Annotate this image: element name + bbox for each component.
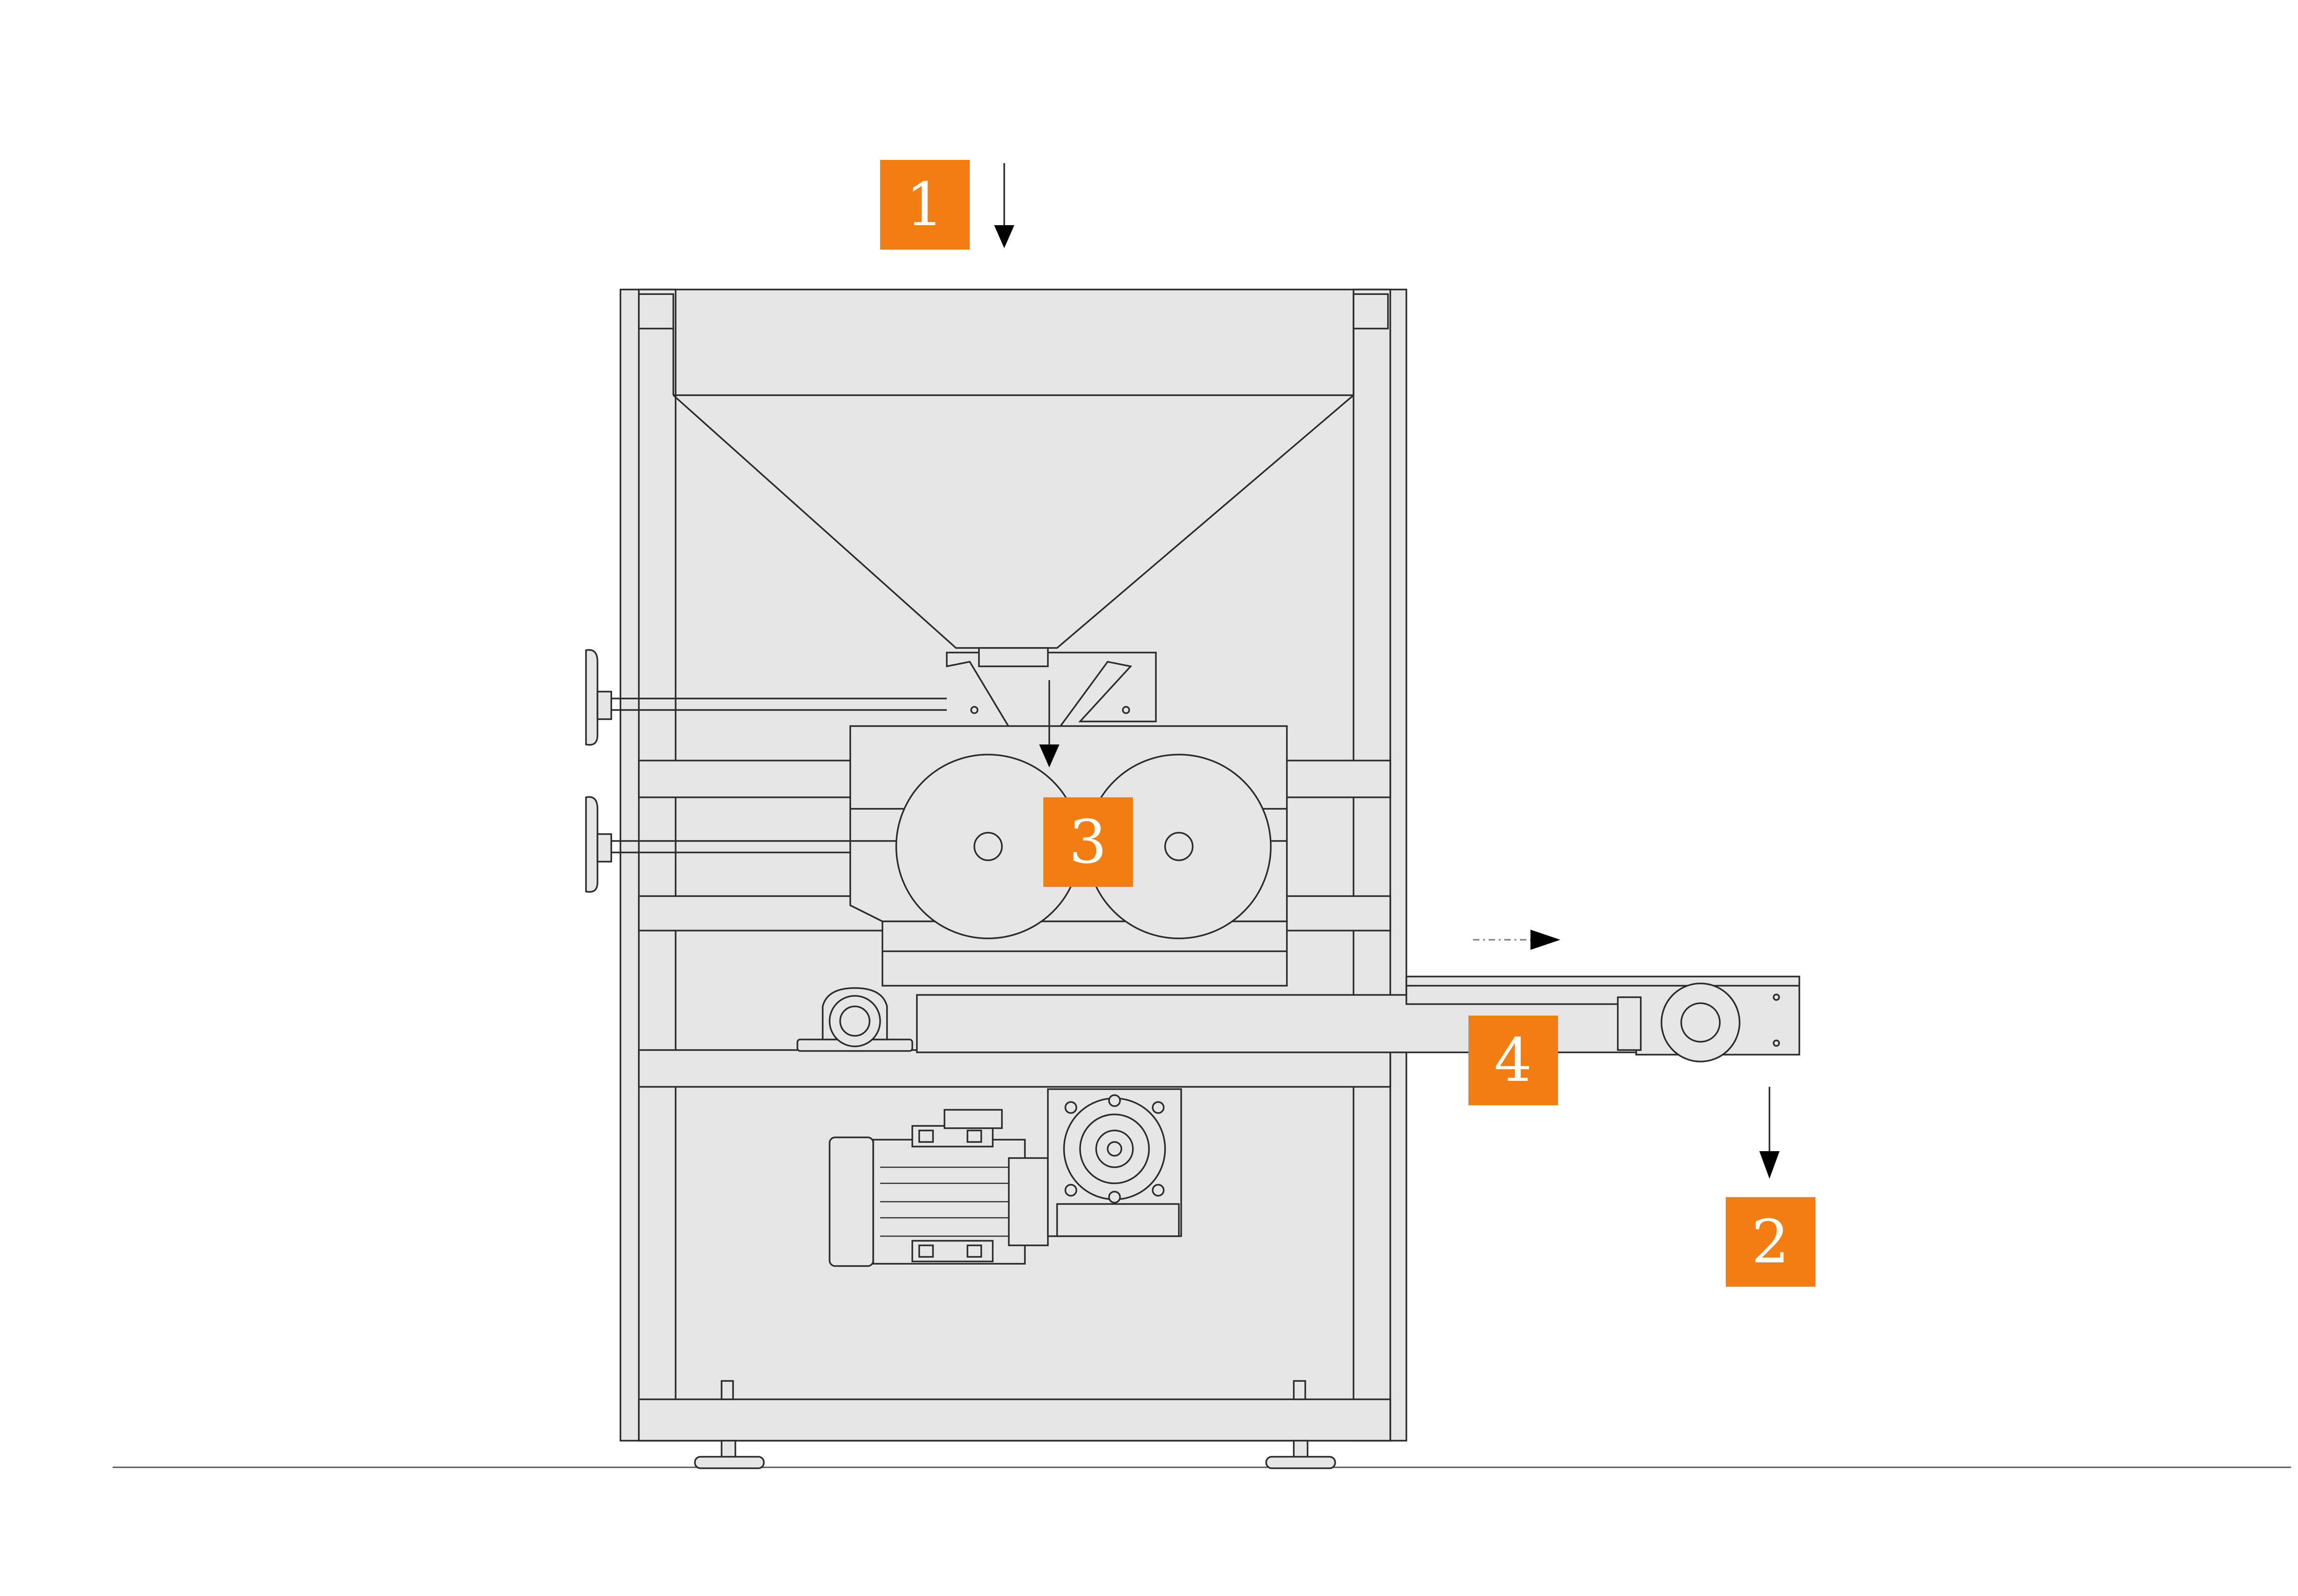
electric-motor (829, 1109, 1049, 1267)
lower-handwheel (585, 796, 612, 893)
outlet-arrow (1759, 1087, 1780, 1179)
feed-chute (946, 647, 1157, 742)
conveyor-direction-arrow (1473, 930, 1560, 950)
callout-inlet-label: 1 (906, 170, 944, 239)
callout-conveyor: 4 (1468, 1016, 1558, 1105)
callout-inlet: 1 (880, 160, 970, 250)
callout-outlet-label: 2 (1752, 1207, 1790, 1277)
chute-arrow (1039, 680, 1059, 767)
callout-outlet: 2 (1726, 1197, 1815, 1287)
machine-feet (694, 1440, 1336, 1469)
callout-conveyor-label: 4 (1494, 1025, 1532, 1095)
callout-rollers-label: 3 (1069, 807, 1107, 877)
gearbox (1047, 1088, 1182, 1237)
callout-rollers: 3 (1043, 797, 1133, 887)
inlet-arrow (994, 163, 1014, 248)
drive-pulley (796, 987, 913, 1052)
upper-handwheel (585, 649, 612, 746)
